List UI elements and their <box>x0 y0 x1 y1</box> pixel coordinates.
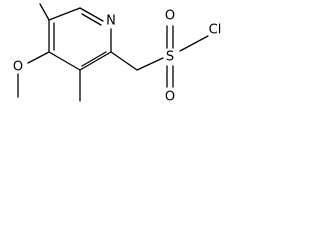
atom-label-sulfur: S <box>166 50 174 65</box>
double-bond-c2-c3 <box>81 51 107 67</box>
bond-c2-c3 <box>79 51 112 71</box>
atom-label-ring-nitrogen: N <box>106 14 116 29</box>
structural-formula: N O S O O Cl <box>13 3 221 105</box>
bond-c6-n1 <box>79 7 104 22</box>
bond-ch2-sulfur <box>136 57 164 71</box>
bond-c5-methyl <box>39 3 50 21</box>
bond-c4-oxygen <box>27 51 50 64</box>
atom-labels: N O S O O Cl <box>13 9 221 105</box>
atom-label-ether-oxygen: O <box>13 60 23 75</box>
substituent-bonds <box>17 3 209 102</box>
double-bond-c6-n1 <box>81 13 102 26</box>
bond-sulfur-chlorine <box>179 35 209 52</box>
atom-label-sulfonyl-oxygen-top: O <box>165 9 175 24</box>
atom-label-chlorine: Cl <box>209 23 222 38</box>
bond-c2-ch2 <box>110 51 138 71</box>
atom-label-sulfonyl-oxygen-bottom: O <box>165 90 175 105</box>
pyridine-ring <box>48 7 112 71</box>
bond-c5-c6 <box>48 7 81 21</box>
bond-c3-c4 <box>48 51 81 71</box>
